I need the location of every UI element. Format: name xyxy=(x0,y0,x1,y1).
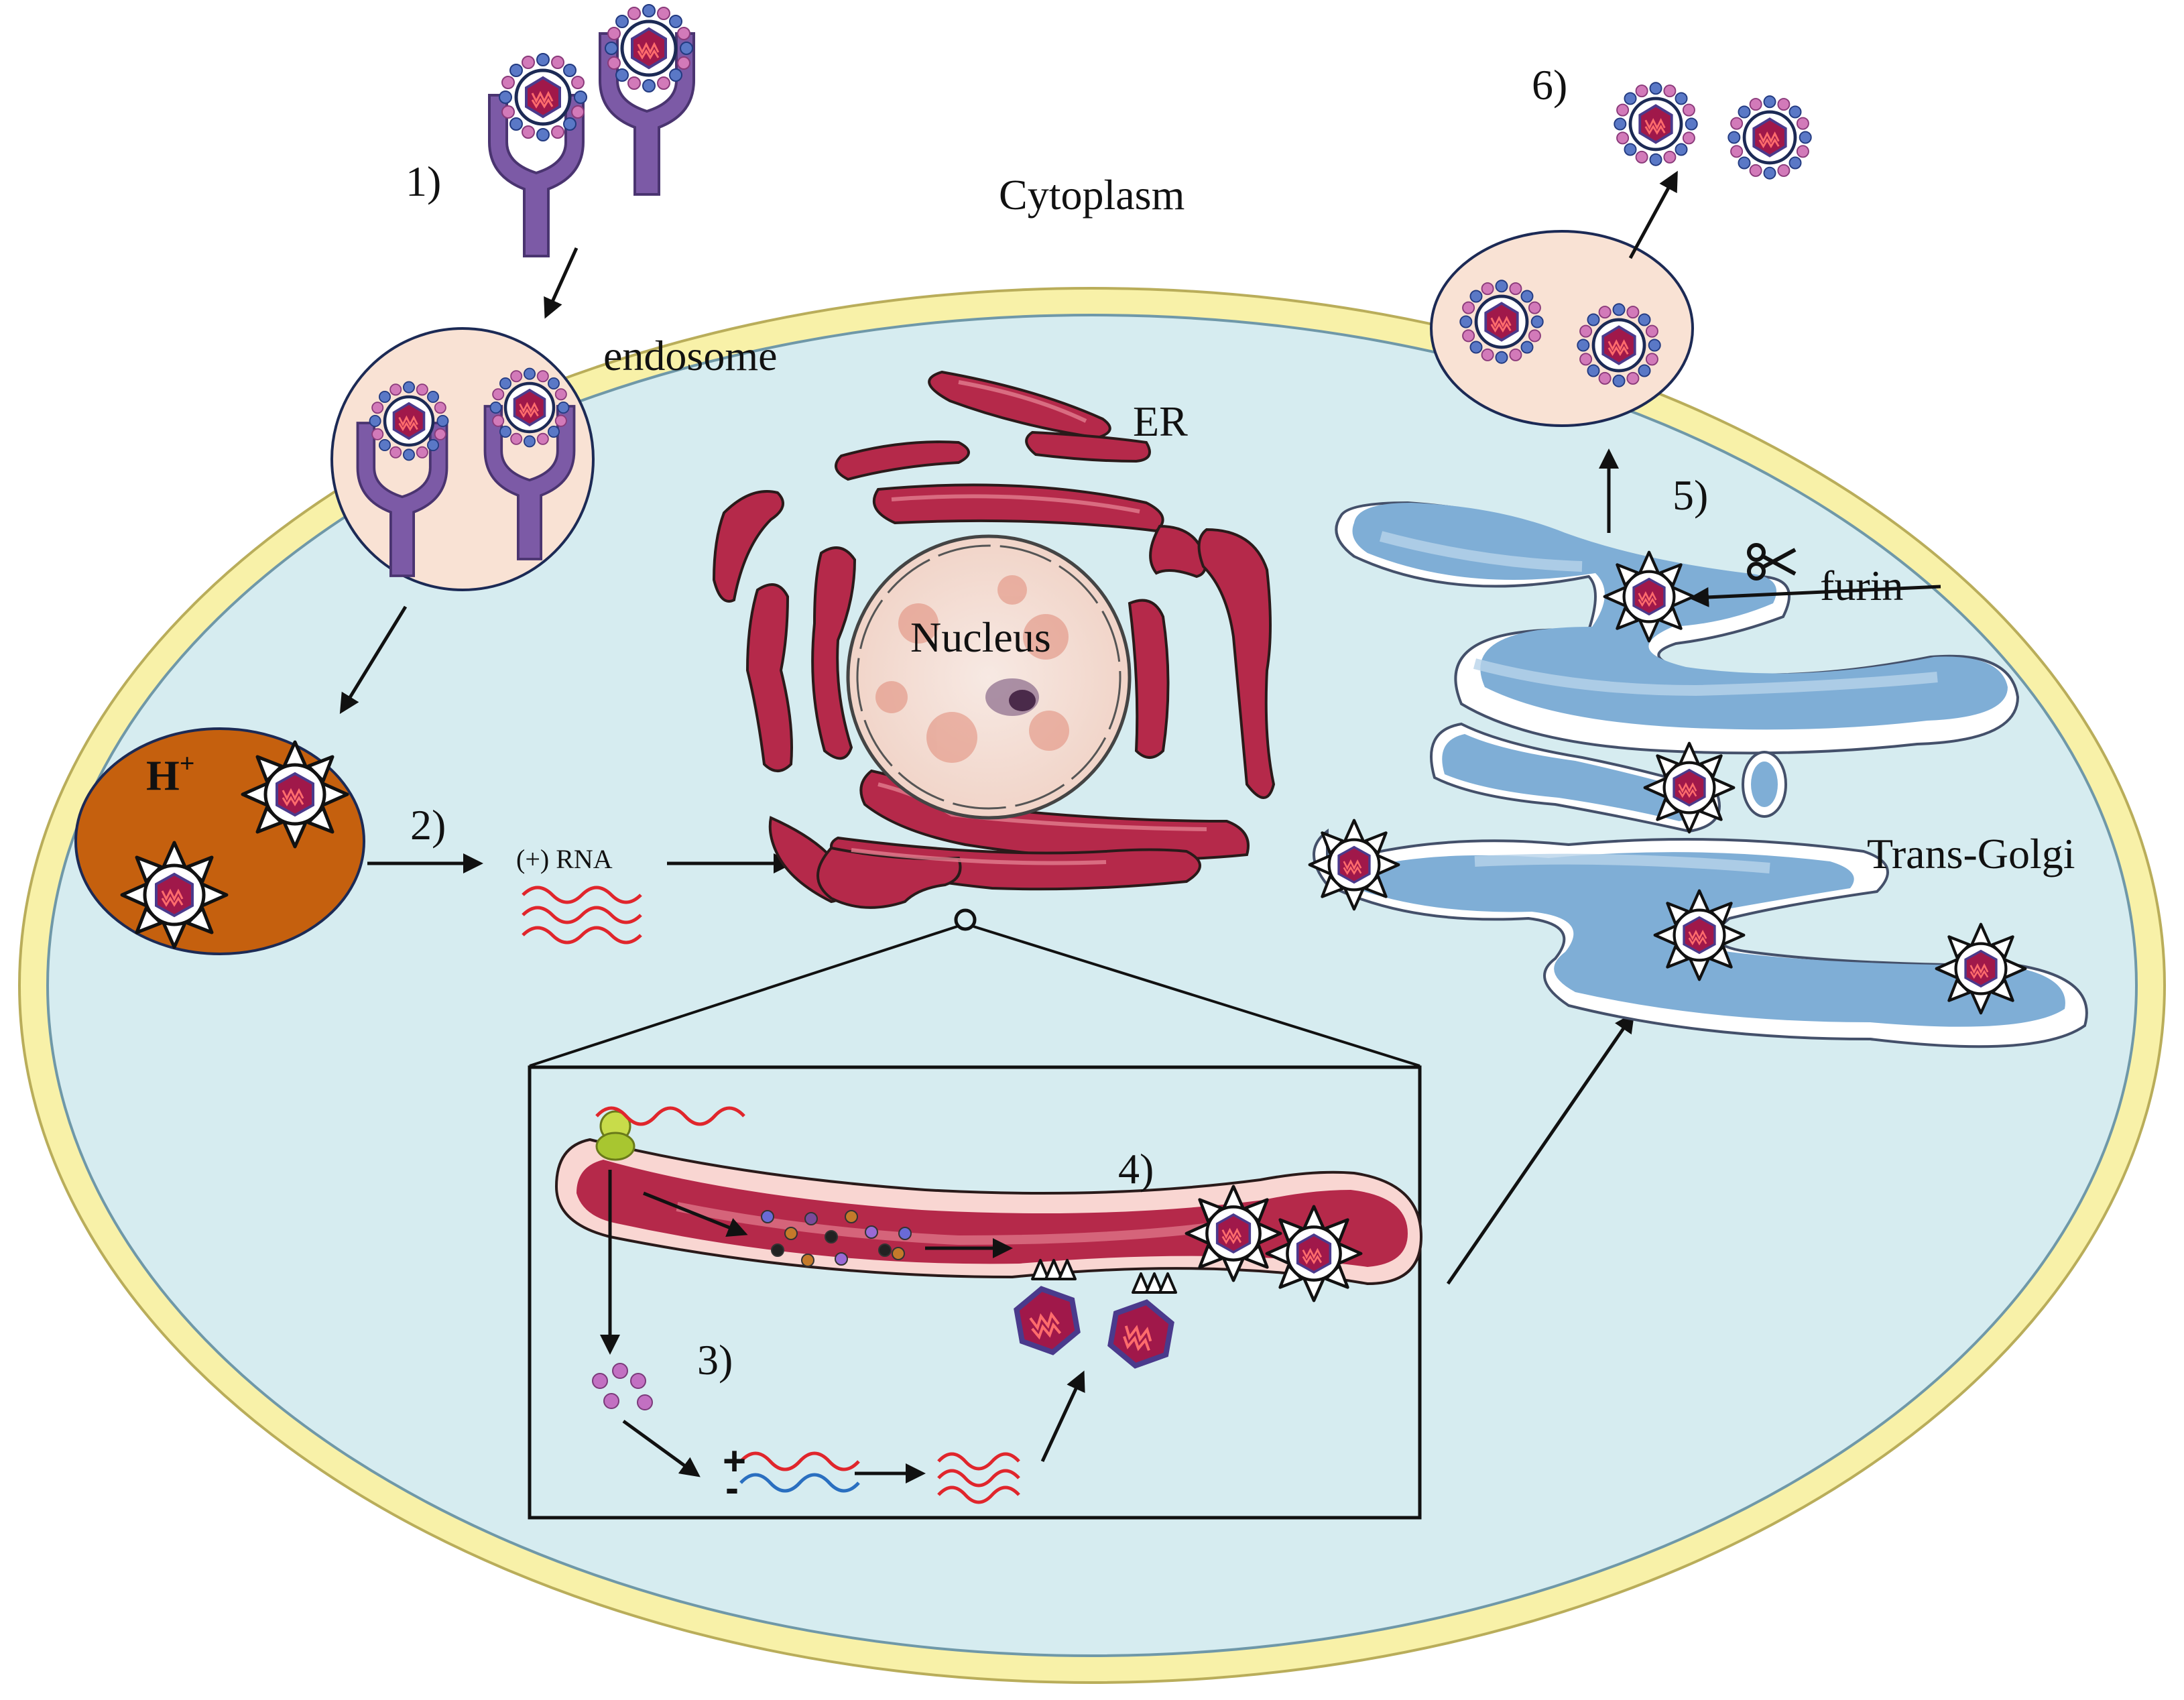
dsrna-intermediate xyxy=(739,1451,860,1493)
inset-mrna-strand xyxy=(595,1106,745,1126)
arrow-er-to-golgi xyxy=(1446,1012,1635,1285)
label-cytoplasm: Cytoplasm xyxy=(999,171,1185,219)
zoom-circle xyxy=(954,908,977,931)
er-inset-box xyxy=(528,1065,1422,1520)
label-endosome: endosome xyxy=(603,332,778,379)
acidic-virion-upper xyxy=(243,742,347,847)
label-minus-strand: - xyxy=(725,1465,739,1510)
label-er: ER xyxy=(1133,398,1188,445)
endoplasmic-reticulum xyxy=(712,370,1276,909)
label-positive-rna: (+) RNA xyxy=(516,844,613,874)
label-proton: H+ xyxy=(146,748,195,799)
label-step-1: 1) xyxy=(406,158,441,205)
arrow-exocytosis xyxy=(1628,170,1678,259)
label-nucleus: Nucleus xyxy=(910,613,1051,661)
membrane-spikes xyxy=(1031,1259,1177,1294)
zoom-line-right xyxy=(973,925,1420,1067)
golgi-virion-4 xyxy=(1655,891,1744,980)
acidic-virion-lower xyxy=(122,843,227,947)
arrow-genomes-to-capsid xyxy=(1040,1370,1085,1463)
nucleolus xyxy=(985,678,1039,716)
golgi-virion-3 xyxy=(1310,821,1399,910)
translated-proteins xyxy=(761,1210,912,1267)
label-plus-strand: + xyxy=(723,1439,746,1483)
arrow-replicase-to-dsrna xyxy=(622,1419,701,1477)
nuclear-pores xyxy=(856,544,1121,810)
nucleus xyxy=(846,534,1132,820)
golgi-virion-1 xyxy=(1605,552,1694,642)
golgi-virion-2 xyxy=(1645,743,1734,833)
released-virion-right xyxy=(1728,96,1811,179)
label-furin: furin xyxy=(1820,562,1903,609)
arrow-furin xyxy=(1689,585,1941,607)
label-step-2: 2) xyxy=(410,801,446,849)
rna-strands xyxy=(522,886,642,945)
inset-virion-budding-2 xyxy=(1267,1207,1361,1300)
label-step-4: 4) xyxy=(1118,1145,1154,1193)
scissors-icon xyxy=(1747,543,1797,581)
zoom-line-left xyxy=(529,925,958,1067)
progeny-rna-strands xyxy=(937,1452,1020,1504)
label-step-5: 5) xyxy=(1673,471,1708,519)
label-step-6: 6) xyxy=(1532,61,1567,109)
replicase-proteins xyxy=(592,1363,653,1410)
released-virion-left xyxy=(1614,82,1697,166)
inset-virion-budding-1 xyxy=(1187,1187,1280,1280)
arrow-endosome-to-acidic xyxy=(339,605,408,715)
arrow-ribosome-to-proteins xyxy=(643,1191,748,1237)
label-trans-golgi: Trans-Golgi xyxy=(1867,830,2075,877)
golgi-virion-5 xyxy=(1937,924,2026,1014)
label-step-3: 3) xyxy=(697,1336,733,1384)
nucleus-chromatin xyxy=(875,575,1069,763)
arrow-entry-to-endosome xyxy=(544,247,579,319)
ribosome-icon xyxy=(595,1110,635,1161)
